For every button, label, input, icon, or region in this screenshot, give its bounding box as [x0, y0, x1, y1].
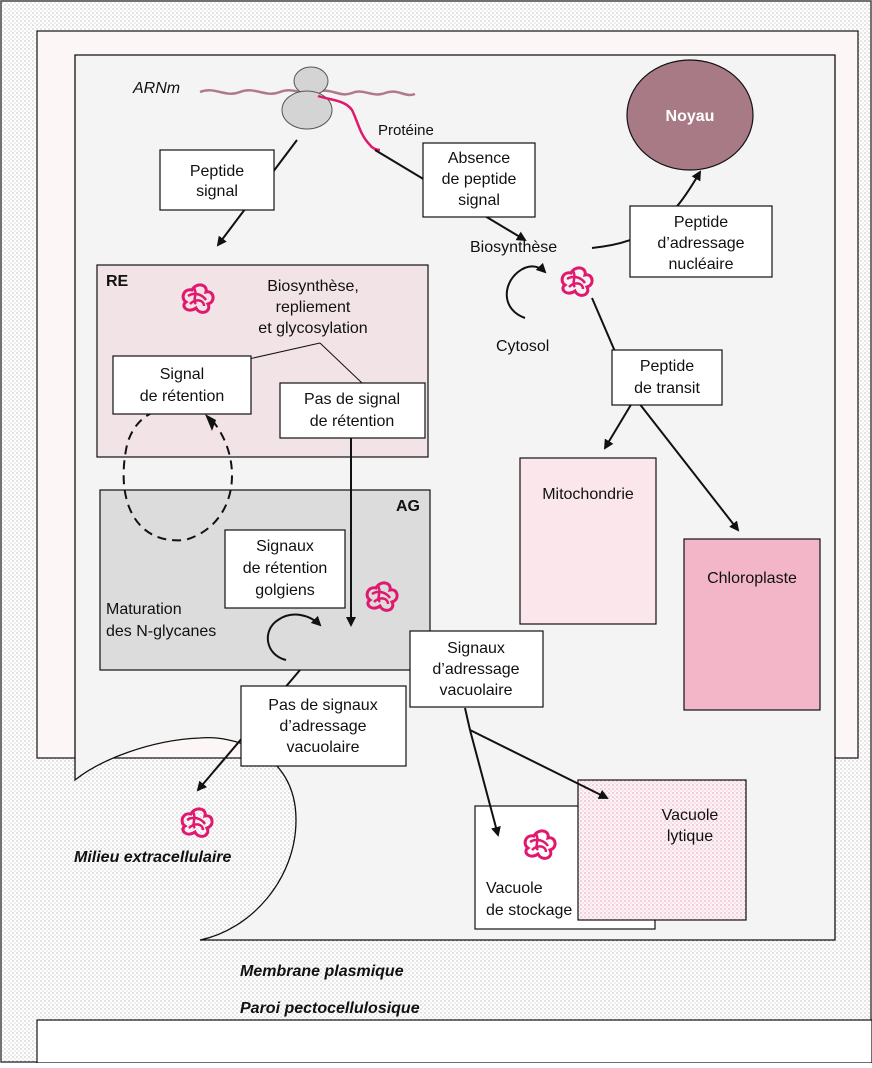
peptide-signal-line1: Peptide: [190, 163, 244, 180]
chloroplast: [683, 538, 821, 711]
no-vacuolar-address-box: Pas de signaux d’adressage vacuolaire: [240, 685, 407, 767]
biosynthesis-label: Biosynthèse: [470, 239, 557, 256]
transit-line2: de transit: [634, 380, 700, 397]
no-retention-line2: de rétention: [310, 413, 395, 430]
protein-label: Protéine: [378, 122, 434, 139]
wall-label: Paroi pectocellulosique: [240, 1000, 420, 1017]
retention-arrowhead: [205, 414, 216, 431]
er-label: RE: [106, 273, 129, 290]
retention-line1: Signal: [160, 366, 204, 383]
absence-line2: de peptide: [442, 171, 517, 188]
transit-peptide-box: Peptide de transit: [611, 349, 723, 406]
lytic-vacuole-line1: Vacuole: [662, 807, 719, 824]
no-vacuolar-line2: d’adressage: [279, 718, 366, 735]
absence-peptide-box: Absence de peptide signal: [422, 142, 536, 218]
golgi-cycle-arrow: [266, 613, 322, 661]
nucleus: [626, 59, 754, 171]
no-vacuolar-line3: vacuolaire: [287, 739, 360, 756]
chloroplast-label: Chloroplaste: [707, 570, 797, 587]
membrane-label: Membrane plasmique: [240, 963, 404, 980]
no-retention-line1: Pas de signal: [304, 391, 400, 408]
er-process-line3: et glycosylation: [258, 320, 367, 337]
arrow-vacuolar-stem: [464, 707, 471, 731]
maturation-line1: Maturation: [106, 601, 182, 618]
lytic-vacuole: [577, 779, 747, 921]
golgi-retention-line2: de rétention: [243, 560, 328, 577]
arrow-to-chloroplast: [634, 397, 740, 532]
vacuolar-line2: d’adressage: [432, 661, 519, 678]
no-vacuolar-line1: Pas de signaux: [268, 697, 377, 714]
vacuolar-line3: vacuolaire: [440, 682, 513, 699]
vacuolar-address-box: Signaux d’adressage vacuolaire: [409, 630, 544, 708]
lytic-vacuole-line2: lytique: [667, 828, 713, 845]
golgi-retention-line3: golgiens: [255, 582, 315, 599]
peptide-signal-line2: signal: [196, 183, 238, 200]
mitochondria: [519, 457, 657, 625]
arrow-to-mitochondria: [603, 397, 636, 450]
cytosol-label: Cytosol: [496, 338, 549, 355]
no-retention-signal-box: Pas de signal de rétention: [279, 382, 426, 439]
arrow-to-lytic-vacuole: [469, 729, 609, 799]
transit-line1: Peptide: [640, 358, 694, 375]
vacuolar-line1: Signaux: [447, 640, 505, 657]
mitochondria-label: Mitochondrie: [542, 486, 634, 503]
nuclear-address-line3: nucléaire: [669, 256, 734, 273]
nucleus-label: Noyau: [666, 108, 715, 125]
nuclear-address-line2: d’adressage: [657, 235, 744, 252]
er-process-line1: Biosynthèse,: [267, 278, 359, 295]
bottom-panel: [36, 1019, 872, 1064]
absence-line1: Absence: [448, 150, 510, 167]
golgi-retention-box: Signaux de rétention golgiens: [224, 529, 346, 609]
absence-line3: signal: [458, 192, 500, 209]
nuclear-address-box: Peptide d’adressage nucléaire: [629, 205, 773, 278]
golgi-retention-line1: Signaux: [256, 538, 314, 555]
retention-line2: de rétention: [140, 388, 225, 405]
maturation-line2: des N-glycanes: [106, 623, 216, 640]
arrow-to-storage-vacuole: [469, 729, 501, 837]
nuclear-address-line1: Peptide: [674, 214, 728, 231]
retention-cycle-arrow: [122, 409, 233, 542]
storage-vacuole-line1: Vacuole: [486, 880, 543, 897]
storage-vacuole-line2: de stockage: [486, 902, 572, 919]
peptide-signal-box: Peptide signal: [159, 149, 275, 211]
er-process-line2: repliement: [276, 299, 351, 316]
ribosome-large-subunit: [281, 90, 333, 130]
extracellular-label: Milieu extracellulaire: [74, 849, 232, 866]
nascent-protein: [317, 94, 381, 152]
cytosol-cycle-arrow: [505, 262, 547, 319]
mrna-label: ARNm: [132, 80, 180, 97]
retention-connector-right: [319, 342, 363, 384]
retention-signal-box: Signal de rétention: [112, 355, 252, 415]
golgi-label: AG: [396, 498, 420, 515]
